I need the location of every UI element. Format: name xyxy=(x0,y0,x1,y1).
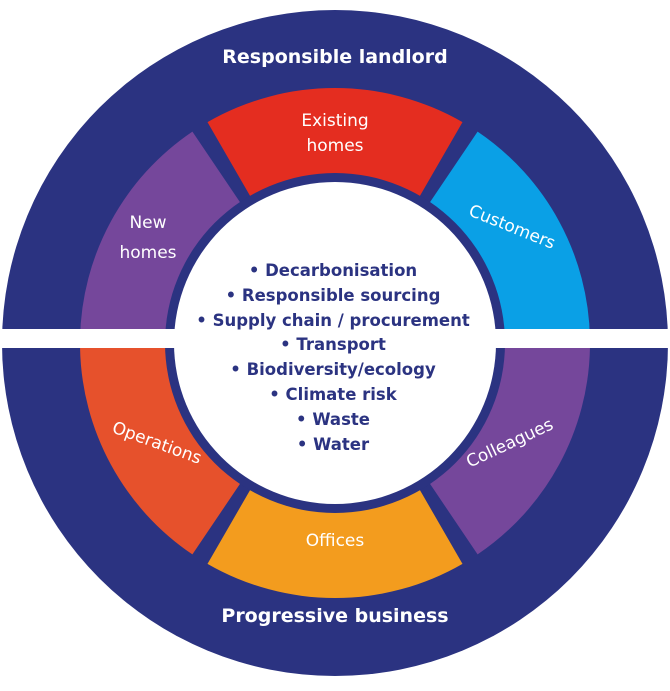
segment-offices xyxy=(207,488,463,599)
new-homes-label-line2: homes xyxy=(119,243,176,263)
center-item-climate-risk: • Climate risk xyxy=(269,385,397,404)
responsible-landlord-title: Responsible landlord xyxy=(222,46,447,68)
center-item-water: • Water xyxy=(297,435,370,454)
existing-homes-label-line1: Existing xyxy=(301,111,368,131)
segment-new-homes xyxy=(80,131,242,341)
center-item-supply-chain: • Supply chain / procurement xyxy=(196,311,470,330)
segment-operations xyxy=(80,345,242,555)
center-item-waste: • Waste xyxy=(296,410,370,429)
center-item-transport: • Transport xyxy=(280,335,386,354)
offices-label: Offices xyxy=(306,531,365,551)
center-circle-top xyxy=(174,182,496,504)
progressive-business-title: Progressive business xyxy=(221,605,448,627)
segment-existing-homes xyxy=(207,87,463,198)
new-homes-label-line1: New xyxy=(129,213,166,233)
center-item-biodiversity: • Biodiversity/ecology xyxy=(230,360,436,379)
existing-homes-label-line2: homes xyxy=(306,136,363,156)
segment-colleagues xyxy=(428,345,590,555)
segment-customers xyxy=(428,131,590,341)
center-item-decarbonisation: • Decarbonisation xyxy=(249,261,417,280)
center-item-responsible-sourcing: • Responsible sourcing xyxy=(226,286,441,305)
